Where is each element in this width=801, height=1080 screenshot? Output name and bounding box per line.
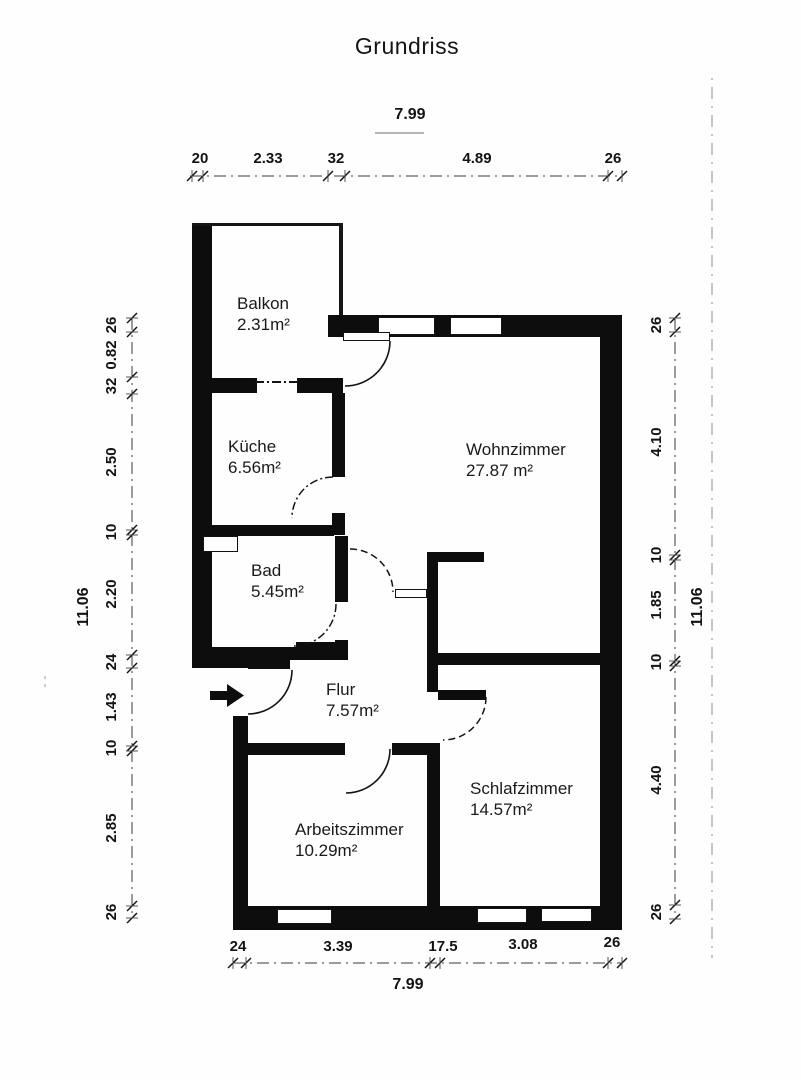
- room-area: 10.29m²: [295, 841, 358, 860]
- study-door-arc: [345, 748, 391, 794]
- entrance-door-arc: [247, 669, 293, 715]
- dim-bottom-total: 7.99: [392, 976, 424, 993]
- wall-bath-bottom: [203, 647, 296, 660]
- dim-left-seg-8: 10: [103, 739, 120, 757]
- wall-kitchen-right: [332, 393, 345, 477]
- room-area: 2.31m²: [237, 315, 290, 334]
- dim-top-total: 7.99: [394, 106, 426, 123]
- window-top-2: [450, 317, 502, 335]
- wall-exterior-left: [192, 224, 212, 668]
- dim-left-seg-5: 2.20: [103, 579, 120, 609]
- dim-right-seg-1: 4.10: [648, 427, 665, 457]
- room-label-arbeitszimmer: Arbeitszimmer 10.29m²: [295, 819, 404, 861]
- room-area: 6.56m²: [228, 458, 281, 477]
- living-door-leaf: [395, 589, 427, 598]
- room-name: Balkon: [237, 294, 289, 313]
- dim-left-seg-4: 10: [103, 523, 120, 541]
- dim-right-seg-4: 10: [648, 653, 665, 671]
- wall-exterior-right: [600, 315, 622, 930]
- dim-right-total: 11.06: [689, 587, 706, 627]
- dim-left-total: 11.06: [75, 587, 92, 627]
- entrance-arrow-icon: [210, 684, 244, 707]
- wall-bath-right: [335, 536, 348, 602]
- wall-kitchen-bottom: [203, 525, 334, 536]
- room-label-kueche: Küche 6.56m²: [228, 436, 281, 478]
- wall-stub-bottom: [438, 690, 486, 700]
- balcony-door-arc: [344, 340, 391, 387]
- room-name: Flur: [326, 680, 356, 699]
- dim-top-seg-0: 20: [191, 150, 209, 167]
- window-bottom-bedroom-2: [541, 908, 592, 922]
- wall-balcony-divider-left: [192, 378, 257, 393]
- bath-door-arc: [293, 603, 337, 647]
- wall-study-top-right: [392, 743, 432, 755]
- page-title: Grundriss: [354, 33, 460, 59]
- dim-right-seg-5: 4.40: [648, 765, 665, 795]
- living-door-arc: [349, 548, 394, 593]
- wall-exterior-left-lower: [233, 716, 248, 916]
- dim-top-seg-1: 2.33: [253, 150, 283, 167]
- dim-top-seg-2: 32: [327, 150, 345, 167]
- room-area: 14.57m²: [470, 800, 533, 819]
- room-label-wohnzimmer: Wohnzimmer 27.87 m²: [466, 439, 566, 481]
- room-label-flur: Flur 7.57m²: [326, 679, 379, 721]
- wall-stub-top: [438, 552, 484, 562]
- wall-study-top-left: [235, 743, 345, 755]
- dim-right-seg-6: 26: [648, 903, 665, 921]
- room-name: Küche: [228, 437, 277, 456]
- dim-bottom-seg-1: 3.39: [323, 938, 353, 955]
- room-name: Arbeitszimmer: [295, 820, 404, 839]
- room-area: 7.57m²: [326, 701, 379, 720]
- window-bottom-bedroom-1: [477, 908, 527, 923]
- dim-left-seg-3: 2.50: [103, 447, 120, 477]
- dim-left-seg-10: 26: [103, 903, 120, 921]
- room-area: 5.45m²: [251, 582, 304, 601]
- dim-right-seg-0: 26: [648, 316, 665, 334]
- room-label-balkon: Balkon 2.31m²: [237, 293, 290, 335]
- wall-bath-right-foot: [335, 640, 348, 660]
- room-name: Bad: [251, 561, 282, 580]
- bedroom-door-arc: [442, 696, 487, 741]
- kitchen-door-arc: [291, 476, 334, 519]
- room-label-bad: Bad 5.45m²: [251, 560, 304, 602]
- dim-bottom-seg-0: 24: [229, 938, 247, 955]
- wall-balcony-divider-right: [297, 378, 343, 393]
- dim-bottom-seg-2: 17.5: [428, 938, 458, 955]
- dim-top-seg-4: 26: [604, 150, 622, 167]
- wall-balcony-top: [192, 223, 343, 226]
- dim-left-seg-9: 2.85: [103, 813, 120, 843]
- dim-right-seg-3: 1.85: [648, 590, 665, 620]
- wall-study-bedroom-divider: [427, 743, 440, 913]
- wall-kitchen-right-foot: [332, 513, 345, 535]
- window-top-1: [378, 317, 435, 335]
- wall-living-bedroom-divider: [438, 653, 622, 665]
- room-area: 27.87 m²: [466, 461, 534, 480]
- wall-hall-right: [427, 552, 438, 692]
- wall-entry-step: [248, 658, 290, 669]
- window-bottom-study: [277, 909, 332, 924]
- dim-bottom-seg-4: 26: [603, 934, 621, 951]
- room-label-schlafzimmer: Schlafzimmer 14.57m²: [470, 778, 573, 820]
- dim-bottom-seg-3: 3.08: [508, 936, 538, 953]
- dim-left-seg-2: 32: [103, 377, 120, 395]
- wall-bath-bottom-step: [296, 642, 335, 660]
- dim-top-seg-3: 4.89: [462, 150, 492, 167]
- wall-balcony-right: [339, 223, 343, 322]
- duct-niche: [203, 536, 238, 552]
- room-name: Schlafzimmer: [470, 779, 573, 798]
- room-name: Wohnzimmer: [466, 440, 566, 459]
- balcony-door-leaf: [343, 332, 390, 341]
